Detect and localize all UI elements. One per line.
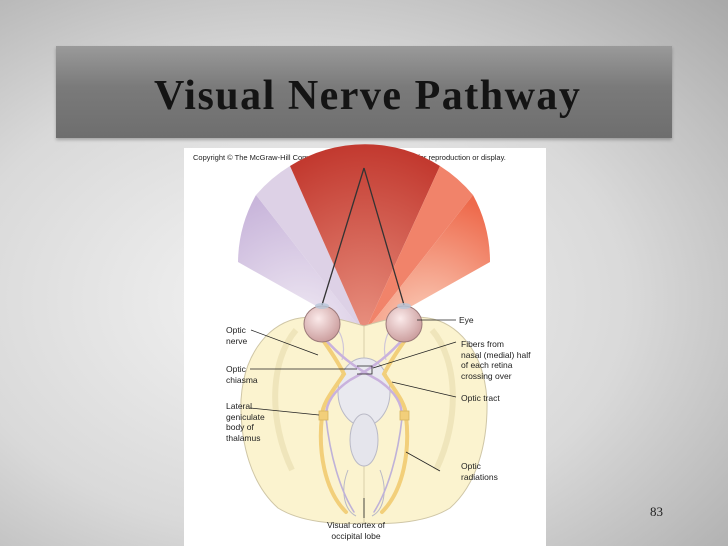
label-visual-cortex: Visual cortex of occipital lobe — [327, 520, 385, 541]
label-optic-radiations: Optic radiations — [461, 461, 498, 482]
label-lateral-geniculate: Lateral geniculate body of thalamus — [226, 401, 265, 443]
label-optic-nerve: Optic nerve — [226, 325, 248, 346]
slide-title: Visual Nerve Pathway — [154, 73, 582, 119]
eyes — [303, 303, 423, 343]
optic-pathways — [318, 334, 410, 514]
label-optic-tract: Optic tract — [461, 393, 500, 403]
visual-field — [238, 144, 491, 333]
label-optic-chiasma: Optic chiasma — [226, 364, 258, 385]
title-bar — [56, 46, 672, 138]
leader-lines — [249, 319, 457, 518]
page-number: 83 — [650, 504, 663, 519]
label-eye: Eye — [459, 315, 474, 325]
label-fibers-crossing: Fibers from nasal (medial) half of each … — [461, 339, 531, 381]
brain — [240, 316, 488, 525]
chiasma-bracket — [357, 365, 373, 375]
